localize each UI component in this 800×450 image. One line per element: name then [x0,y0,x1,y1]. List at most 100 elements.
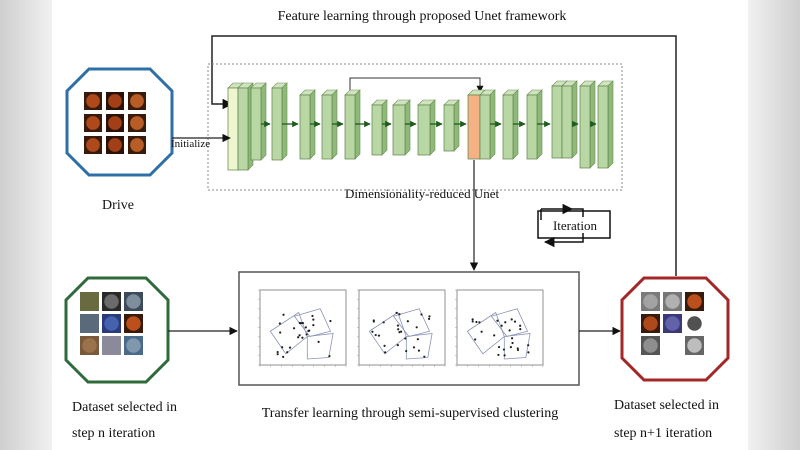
scatter-point [298,334,301,337]
scatter-point [396,324,400,327]
scatter-point [377,334,381,337]
dataset-n1-line2: step n+1 iteration [614,426,712,441]
scatter-point [398,331,401,334]
unet-layer [271,82,288,161]
scatter-point [328,355,331,358]
scatter-point [383,344,386,347]
right-backdrop [748,0,800,450]
unet-layer [561,80,578,159]
scatter-point [305,333,308,336]
initialize-label: Initialize [171,138,210,150]
scatter-point [312,318,315,321]
scatter-point [406,320,409,323]
scatter-point [311,314,314,318]
iteration-label: Iteration [553,218,598,233]
drive-image-grid [84,92,146,154]
left-backdrop [0,0,52,450]
scatter-point [404,337,407,340]
scatter-point [304,326,307,329]
scatter-point [509,346,512,349]
cluster-region [392,308,431,337]
step-n1-image-grid [641,292,704,355]
scatter-point [475,320,478,324]
cluster-plots [258,289,544,367]
plot-2 [357,289,446,367]
scatter-point [503,354,506,357]
unet-layers [227,80,614,171]
scatter-point [471,318,474,321]
figure-title: Feature learning through proposed Unet f… [278,9,567,24]
feedback-arrow [211,35,677,276]
plot-1 [258,289,347,367]
unet-layer [250,82,267,161]
scatter-point [471,320,474,323]
unet-layer [597,80,614,169]
scatter-point [420,313,423,316]
scatter-point [497,353,500,357]
scatter-point [513,320,517,323]
unet-layer [417,99,436,156]
scatter-point [288,346,292,349]
scatter-point [510,337,514,340]
scatter-point [279,331,282,334]
image-tile [663,336,682,355]
scatter-point [300,322,303,325]
unet-caption: Dimensionality-reduced Unet [345,186,500,201]
scatter-point [519,324,522,327]
unet-layer [443,99,460,152]
scatter-point [384,351,387,354]
scatter-point [317,340,320,343]
cluster-region [503,333,531,360]
scatter-point [519,328,522,331]
transfer-label: Transfer learning through semi-supervise… [262,406,559,421]
scatter-point [508,329,511,332]
image-tile [80,292,99,311]
dataset-n-line1: Dataset selected in [72,400,177,415]
cluster-region [293,308,332,337]
scatter-point [395,311,398,314]
scatter-point [276,350,279,354]
scatter-point [496,319,499,322]
scatter-point [282,355,285,358]
scatter-point [297,336,300,339]
scatter-point [423,355,426,358]
step-n-image-grid [80,292,143,355]
skip-connection-arrow [349,77,484,98]
scatter-point [382,321,385,324]
scatter-point [308,329,311,332]
scatter-point [292,327,296,330]
cluster-region [306,333,334,360]
scatter-point [417,349,421,352]
iteration-indicator: Iteration [537,203,611,248]
scatter-point [416,338,419,341]
scatter-point [474,338,477,341]
scatter-point [504,321,507,324]
scatter-point [511,341,514,345]
unet-layer [392,99,411,156]
scatter-point [415,326,418,329]
scatter-point [427,317,431,320]
scatter-point [502,348,506,351]
scatter-point [516,347,519,350]
scatter-point [396,344,399,347]
scatter-point [510,318,513,321]
plot-3 [455,289,544,367]
scatter-point [398,313,401,316]
scatter-point [282,313,285,316]
scatter-point [312,324,315,327]
scatter-point [405,349,408,353]
scatter-point [372,320,375,323]
scatter-point [527,351,530,354]
scatter-point [301,336,304,339]
drive-label: Drive [102,198,134,213]
iteration-box [537,210,611,239]
scatter-point [480,330,483,333]
scatter-point [286,351,289,354]
scatter-point [527,344,530,347]
scatter-point [278,322,281,325]
scatter-point [497,345,501,349]
scatter-point [500,324,503,327]
image-tile [102,336,121,355]
